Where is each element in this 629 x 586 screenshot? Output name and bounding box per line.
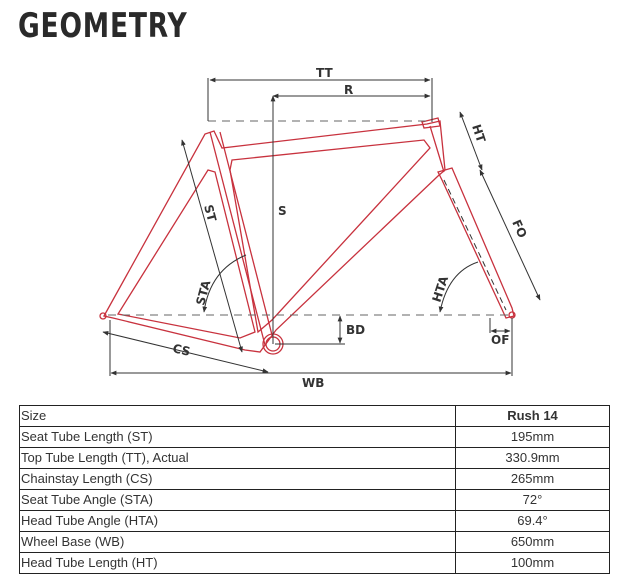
geometry-diagram: TT R S ST HT FO STA HTA BD OF CS WB [99, 66, 541, 390]
header-label: Size [19, 405, 456, 427]
geometry-table: Size Rush 14 Seat Tube Length (ST)195mm … [19, 405, 610, 574]
table-row: Head Tube Angle (HTA)69.4° [19, 510, 610, 532]
row-label: Wheel Base (WB) [19, 531, 456, 553]
label-bd: BD [346, 323, 365, 337]
page-title: GEOMETRY [18, 6, 188, 46]
header-value: Rush 14 [455, 405, 610, 427]
label-wb: WB [302, 376, 324, 390]
row-label: Chainstay Length (CS) [19, 468, 456, 490]
bike-frame [99, 117, 516, 355]
row-value: 265mm [455, 468, 610, 490]
row-label: Top Tube Length (TT), Actual [19, 447, 456, 469]
table-header-row: Size Rush 14 [19, 405, 610, 427]
label-ht: HT [469, 123, 488, 145]
label-sta: STA [193, 278, 213, 307]
row-label: Head Tube Angle (HTA) [19, 510, 456, 532]
row-value: 650mm [455, 531, 610, 553]
label-fo: FO [509, 218, 529, 241]
label-tt: TT [316, 66, 333, 80]
label-r: R [344, 83, 353, 97]
label-s: S [278, 204, 287, 218]
label-of: OF [491, 333, 509, 347]
row-label: Seat Tube Angle (STA) [19, 489, 456, 511]
label-cs: CS [171, 341, 191, 359]
label-st: ST [201, 203, 219, 224]
dimension-lines [102, 77, 541, 376]
row-value: 100mm [455, 552, 610, 574]
table-row: Chainstay Length (CS)265mm [19, 468, 610, 490]
table-row: Seat Tube Angle (STA)72° [19, 489, 610, 511]
row-label: Head Tube Length (HT) [19, 552, 456, 574]
row-label: Seat Tube Length (ST) [19, 426, 456, 448]
row-value: 69.4° [455, 510, 610, 532]
table-row: Seat Tube Length (ST)195mm [19, 426, 610, 448]
row-value: 330.9mm [455, 447, 610, 469]
table-row: Wheel Base (WB)650mm [19, 531, 610, 553]
table-row: Head Tube Length (HT)100mm [19, 552, 610, 574]
row-value: 72° [455, 489, 610, 511]
row-value: 195mm [455, 426, 610, 448]
